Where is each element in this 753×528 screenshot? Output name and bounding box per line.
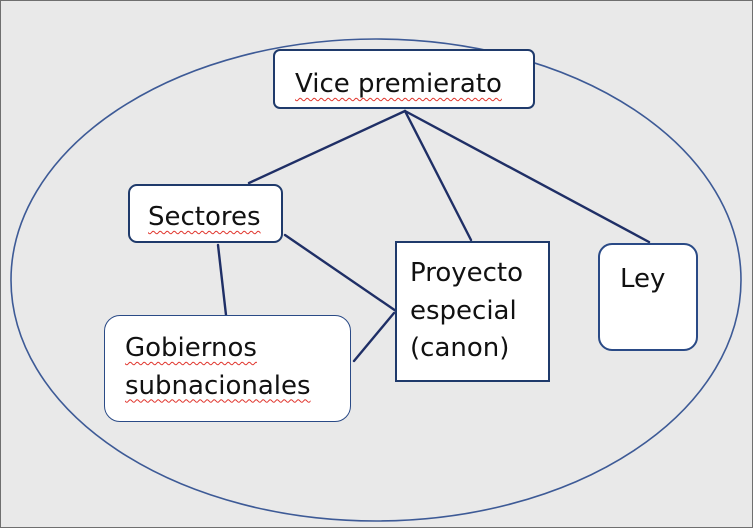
node-proyecto-especial: Proyecto especial (canon) (395, 241, 550, 382)
connector-vice-to-proyecto (403, 109, 473, 242)
connector-sectores-to-gobiernos (216, 243, 228, 317)
node-ley: Ley (598, 243, 698, 351)
node-vice-premierato: Vice premierato (273, 49, 535, 109)
connector-proyecto-to-gobiernos (352, 311, 396, 363)
node-gobiernos-subnacionales: Gobiernos subnacionales (104, 315, 351, 422)
enclosing-ellipse (10, 38, 742, 522)
node-proyecto-label-line2: especial (410, 295, 517, 326)
node-proyecto-label-line3: (canon) (410, 333, 510, 364)
node-sectores-label: Sectores (148, 202, 261, 232)
node-gobiernos-label-line1: Gobiernos (125, 333, 257, 363)
connector-vice-to-sectores (247, 109, 407, 185)
connector-sectores-to-proyecto (283, 233, 398, 313)
node-ley-label: Ley (620, 264, 666, 294)
node-proyecto-label-line1: Proyecto (410, 258, 524, 288)
node-sectores: Sectores (128, 184, 283, 243)
node-gobiernos-label-line2: subnacionales (125, 370, 311, 401)
node-vice-premierato-label: Vice premierato (295, 69, 502, 99)
connector-vice-to-ley (403, 109, 651, 244)
